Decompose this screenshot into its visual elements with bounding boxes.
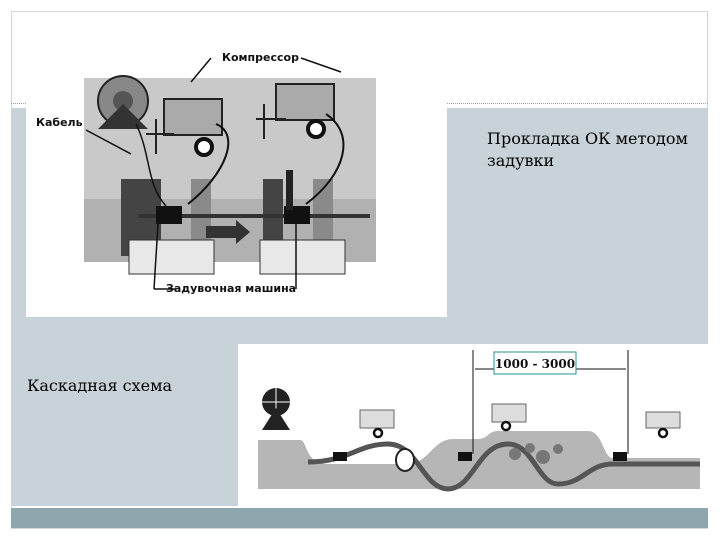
label-cable: Кабель (36, 116, 83, 129)
caption-cascade-scheme: Каскадная схема (27, 376, 173, 395)
cascade-diagram: 1000 - 3000 (238, 344, 708, 508)
caption-blowing-method: Прокладка ОК методом задувки (487, 129, 688, 170)
footer-bar (11, 508, 708, 528)
blowing-diagram: Компрессор Кабель Задувочная машина (26, 44, 447, 317)
label-compressor: Компрессор (222, 51, 299, 64)
label-blowing-machine: Задувочная машина (166, 282, 296, 295)
distance-label: 1000 - 3000 (495, 357, 575, 371)
